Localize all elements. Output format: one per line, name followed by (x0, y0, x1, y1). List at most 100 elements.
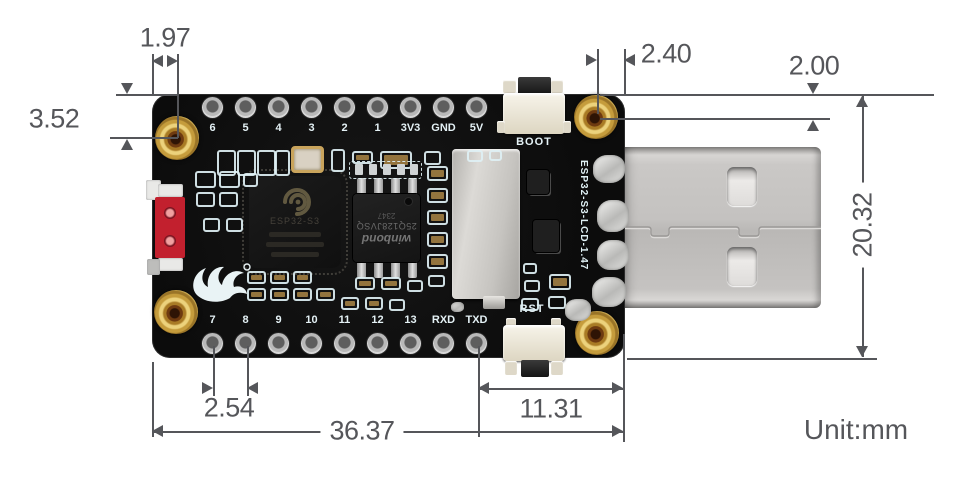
arrow-down-icon (856, 346, 868, 357)
smd-component (427, 188, 448, 203)
arrow-up-icon (807, 120, 819, 131)
smd-component (270, 288, 289, 301)
flash-pin (357, 261, 366, 278)
pin: 13 (394, 312, 427, 354)
transistor (527, 170, 549, 194)
smd-component (381, 277, 401, 290)
arrow-right-icon (612, 382, 623, 394)
boot-button-actuator (518, 77, 551, 95)
smd-component (316, 288, 335, 301)
mcu-marking-line (269, 232, 321, 237)
dim-line (247, 346, 249, 396)
rst-button-pin (505, 361, 517, 375)
pcb-board: 6 5 4 3 2 (146, 77, 629, 377)
pin-label: 3V3 (400, 122, 421, 134)
arrow-left-icon (624, 54, 635, 66)
pin-label: 7 (209, 314, 216, 326)
pin-hole (268, 97, 289, 118)
smd-component (341, 297, 359, 310)
dim-line (152, 54, 154, 96)
smd-component (219, 171, 240, 188)
arrow-down-icon (807, 83, 819, 94)
pin-label: 4 (275, 122, 282, 134)
smd-component (243, 173, 258, 187)
pin-hole (334, 97, 355, 118)
mcu-marking-line (266, 242, 324, 247)
lcd-fpc-connector (452, 149, 520, 309)
rst-button (503, 325, 565, 361)
smd-component (524, 280, 540, 292)
edge-pad (147, 259, 160, 275)
pin-hole (433, 97, 454, 118)
smd-component (196, 192, 215, 207)
pin-label: 5 (242, 122, 249, 134)
pin: TXD (460, 312, 493, 354)
solder-pad (451, 302, 464, 312)
boot-button-pin (551, 80, 563, 93)
dim-line (152, 362, 154, 437)
unit-label: Unit:mm (803, 414, 909, 445)
flash-pin (357, 178, 366, 195)
pin-hole (400, 97, 421, 118)
pin: 8 (229, 312, 262, 354)
component-dot (164, 235, 176, 247)
pin: 11 (328, 312, 361, 354)
pin-label: 9 (275, 314, 282, 326)
esp32-s3-chip: ESP32-S3 (242, 169, 348, 275)
pin: 5 (229, 97, 262, 136)
boot-button (503, 93, 565, 134)
usb-solder-pad (592, 277, 626, 307)
smd-component (275, 150, 290, 176)
pin: 10 (295, 312, 328, 354)
dim-line (623, 334, 625, 442)
smd-component (407, 280, 423, 292)
smd-component (270, 271, 289, 284)
dim-label: 2.40 (640, 38, 692, 69)
smd-component (226, 218, 243, 232)
pin: GND (427, 97, 460, 136)
usb-a-connector (622, 147, 821, 308)
pin-label: 2 (341, 122, 348, 134)
pin-label: 3 (308, 122, 315, 134)
smd-component (523, 263, 537, 274)
smd-component (247, 288, 266, 301)
arrow-left-icon (247, 382, 258, 394)
pin-label: TXD (465, 314, 488, 326)
pin-hole (334, 333, 355, 354)
pin: 12 (361, 312, 394, 354)
pin-hole (367, 97, 388, 118)
rst-button-actuator (521, 360, 549, 377)
arrow-left-icon (152, 55, 163, 67)
pin-label: 5V (469, 122, 484, 134)
smd-component (237, 150, 256, 176)
fpc-latch (483, 296, 505, 309)
pin-hole (268, 333, 289, 354)
pin-label: 1 (374, 122, 381, 134)
pin-hole (202, 97, 223, 118)
pin: 5V (460, 97, 493, 136)
pin-label: RXD (431, 314, 456, 326)
smd-component (355, 277, 375, 290)
arrow-right-icon (612, 425, 623, 437)
pin-label: 11 (338, 314, 351, 326)
component-pad (158, 184, 183, 197)
smd-component (293, 288, 312, 301)
dim-label: 11.31 (519, 393, 583, 424)
arrow-up-icon (856, 96, 868, 107)
smd-component (293, 271, 312, 284)
dim-label: 1.97 (139, 22, 191, 53)
arrow-up-icon (121, 139, 133, 150)
pin-label: 13 (404, 314, 417, 326)
arrow-left-icon (478, 382, 489, 394)
smd-component (427, 232, 448, 247)
arrow-right-icon (586, 54, 597, 66)
smd-component (247, 271, 266, 284)
smd-component (352, 151, 373, 164)
dim-line (478, 388, 623, 390)
dim-line (213, 346, 215, 396)
component-pad (158, 258, 183, 271)
pin1-dot (405, 198, 412, 205)
pad-array (349, 161, 422, 179)
pin: RXD (427, 312, 460, 354)
